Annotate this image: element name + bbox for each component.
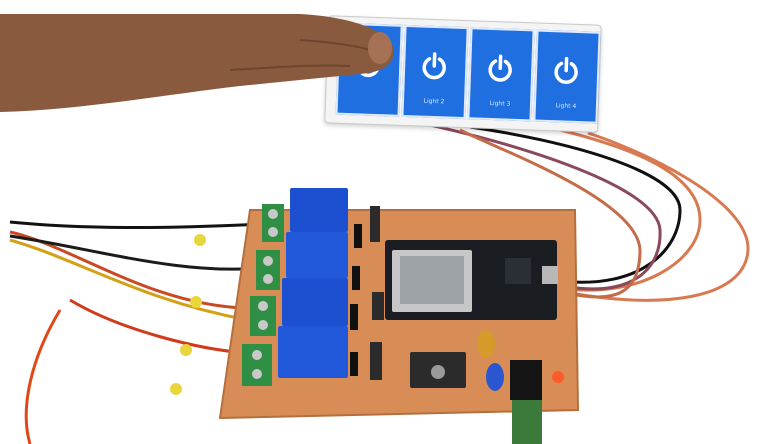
touch-key-3: Light 3: [467, 27, 535, 122]
power-icon: [554, 56, 578, 84]
led-1: [194, 234, 206, 246]
touch-key-4: Light 4: [533, 29, 601, 124]
terminal-1: [262, 204, 284, 242]
relay-2: [286, 232, 348, 278]
hand: [0, 14, 394, 112]
led-2: [190, 296, 202, 308]
relay-4: [278, 326, 348, 378]
led-3: [180, 344, 192, 356]
dc-jack: [510, 360, 542, 400]
relay-1: [290, 188, 348, 232]
led-4: [170, 383, 182, 395]
power-icon: [488, 54, 512, 82]
touch-key-2: Light 2: [401, 24, 469, 120]
power-icon: [422, 52, 446, 80]
relay-3: [282, 278, 348, 326]
